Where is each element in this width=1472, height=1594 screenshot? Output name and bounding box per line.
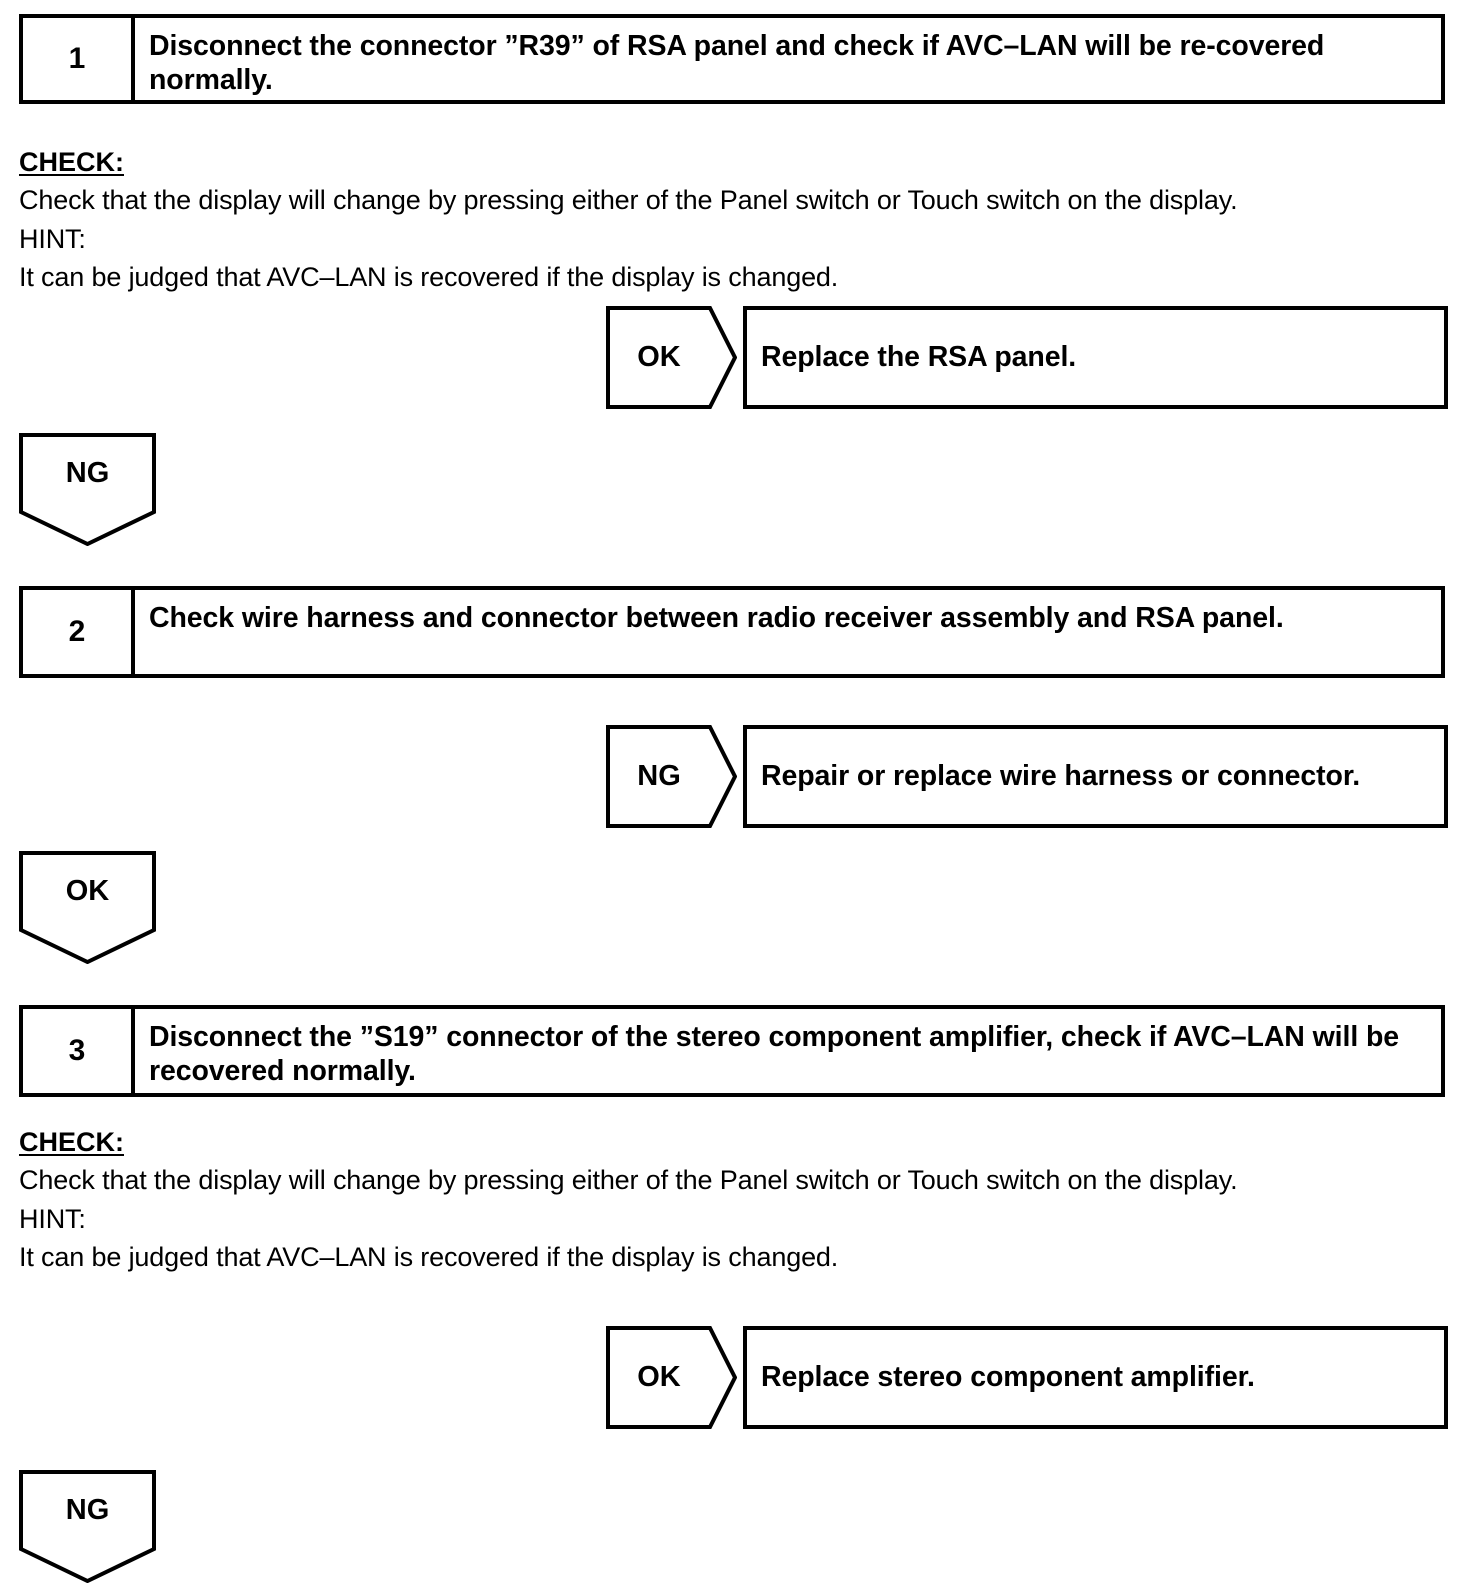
step-box-3: 3 Disconnect the ”S19” connector of the … [19, 1005, 1445, 1097]
step-number-1: 1 [23, 18, 135, 100]
result-action-text-2: Repair or replace wire harness or connec… [761, 760, 1361, 792]
judgement-arrow-ok-1: OK [606, 306, 737, 409]
step-box-1: 1 Disconnect the connector ”R39” of RSA … [19, 14, 1445, 104]
check-text-1: Check that the display will change by pr… [19, 185, 1238, 216]
step-instruction-2: Check wire harness and connector between… [149, 602, 1284, 634]
hint-label-2: HINT: [19, 1203, 86, 1234]
judgement-label-ok-3: OK [637, 1361, 681, 1393]
note-block-2: CHECK: Check that the display will chang… [19, 1123, 1449, 1276]
result-action-text-3: Replace stereo component amplifier. [761, 1361, 1255, 1393]
judgement-arrow-ok-3: OK [606, 1326, 737, 1429]
result-action-box-1: Replace the RSA panel. [743, 306, 1448, 409]
result-action-box-2: Repair or replace wire harness or connec… [743, 725, 1448, 828]
check-text-2: Check that the display will change by pr… [19, 1165, 1238, 1196]
result-action-box-3: Replace stereo component amplifier. [743, 1326, 1448, 1429]
check-label-2: CHECK: [19, 1127, 124, 1157]
step-box-2: 2 Check wire harness and connector betwe… [19, 586, 1445, 678]
hint-text-1: It can be judged that AVC–LAN is recover… [19, 261, 839, 292]
continuation-label-ng-1: NG [65, 456, 110, 489]
step-instruction-3: Disconnect the ”S19” connector of the st… [149, 1021, 1400, 1087]
hint-text-2: It can be judged that AVC–LAN is recover… [19, 1241, 839, 1272]
result-action-text-1: Replace the RSA panel. [761, 341, 1077, 373]
continuation-label-ok-2: OK [65, 874, 110, 907]
continuation-arrow-ng-3: NG [19, 1470, 156, 1583]
continuation-arrow-ng-1: NG [19, 433, 156, 546]
continuation-arrow-ok-2: OK [19, 851, 156, 964]
check-label-1: CHECK: [19, 147, 124, 177]
step-number-2: 2 [23, 590, 135, 674]
hint-label-1: HINT: [19, 223, 86, 254]
step-instruction-1: Disconnect the connector ”R39” of RSA pa… [149, 30, 1325, 96]
step-number-3: 3 [23, 1009, 135, 1093]
note-block-1: CHECK: Check that the display will chang… [19, 143, 1449, 296]
judgement-arrow-ng-2: NG [606, 725, 737, 828]
judgement-label-ok-1: OK [637, 341, 681, 373]
judgement-label-ng-2: NG [637, 760, 681, 792]
continuation-label-ng-3: NG [65, 1493, 110, 1526]
